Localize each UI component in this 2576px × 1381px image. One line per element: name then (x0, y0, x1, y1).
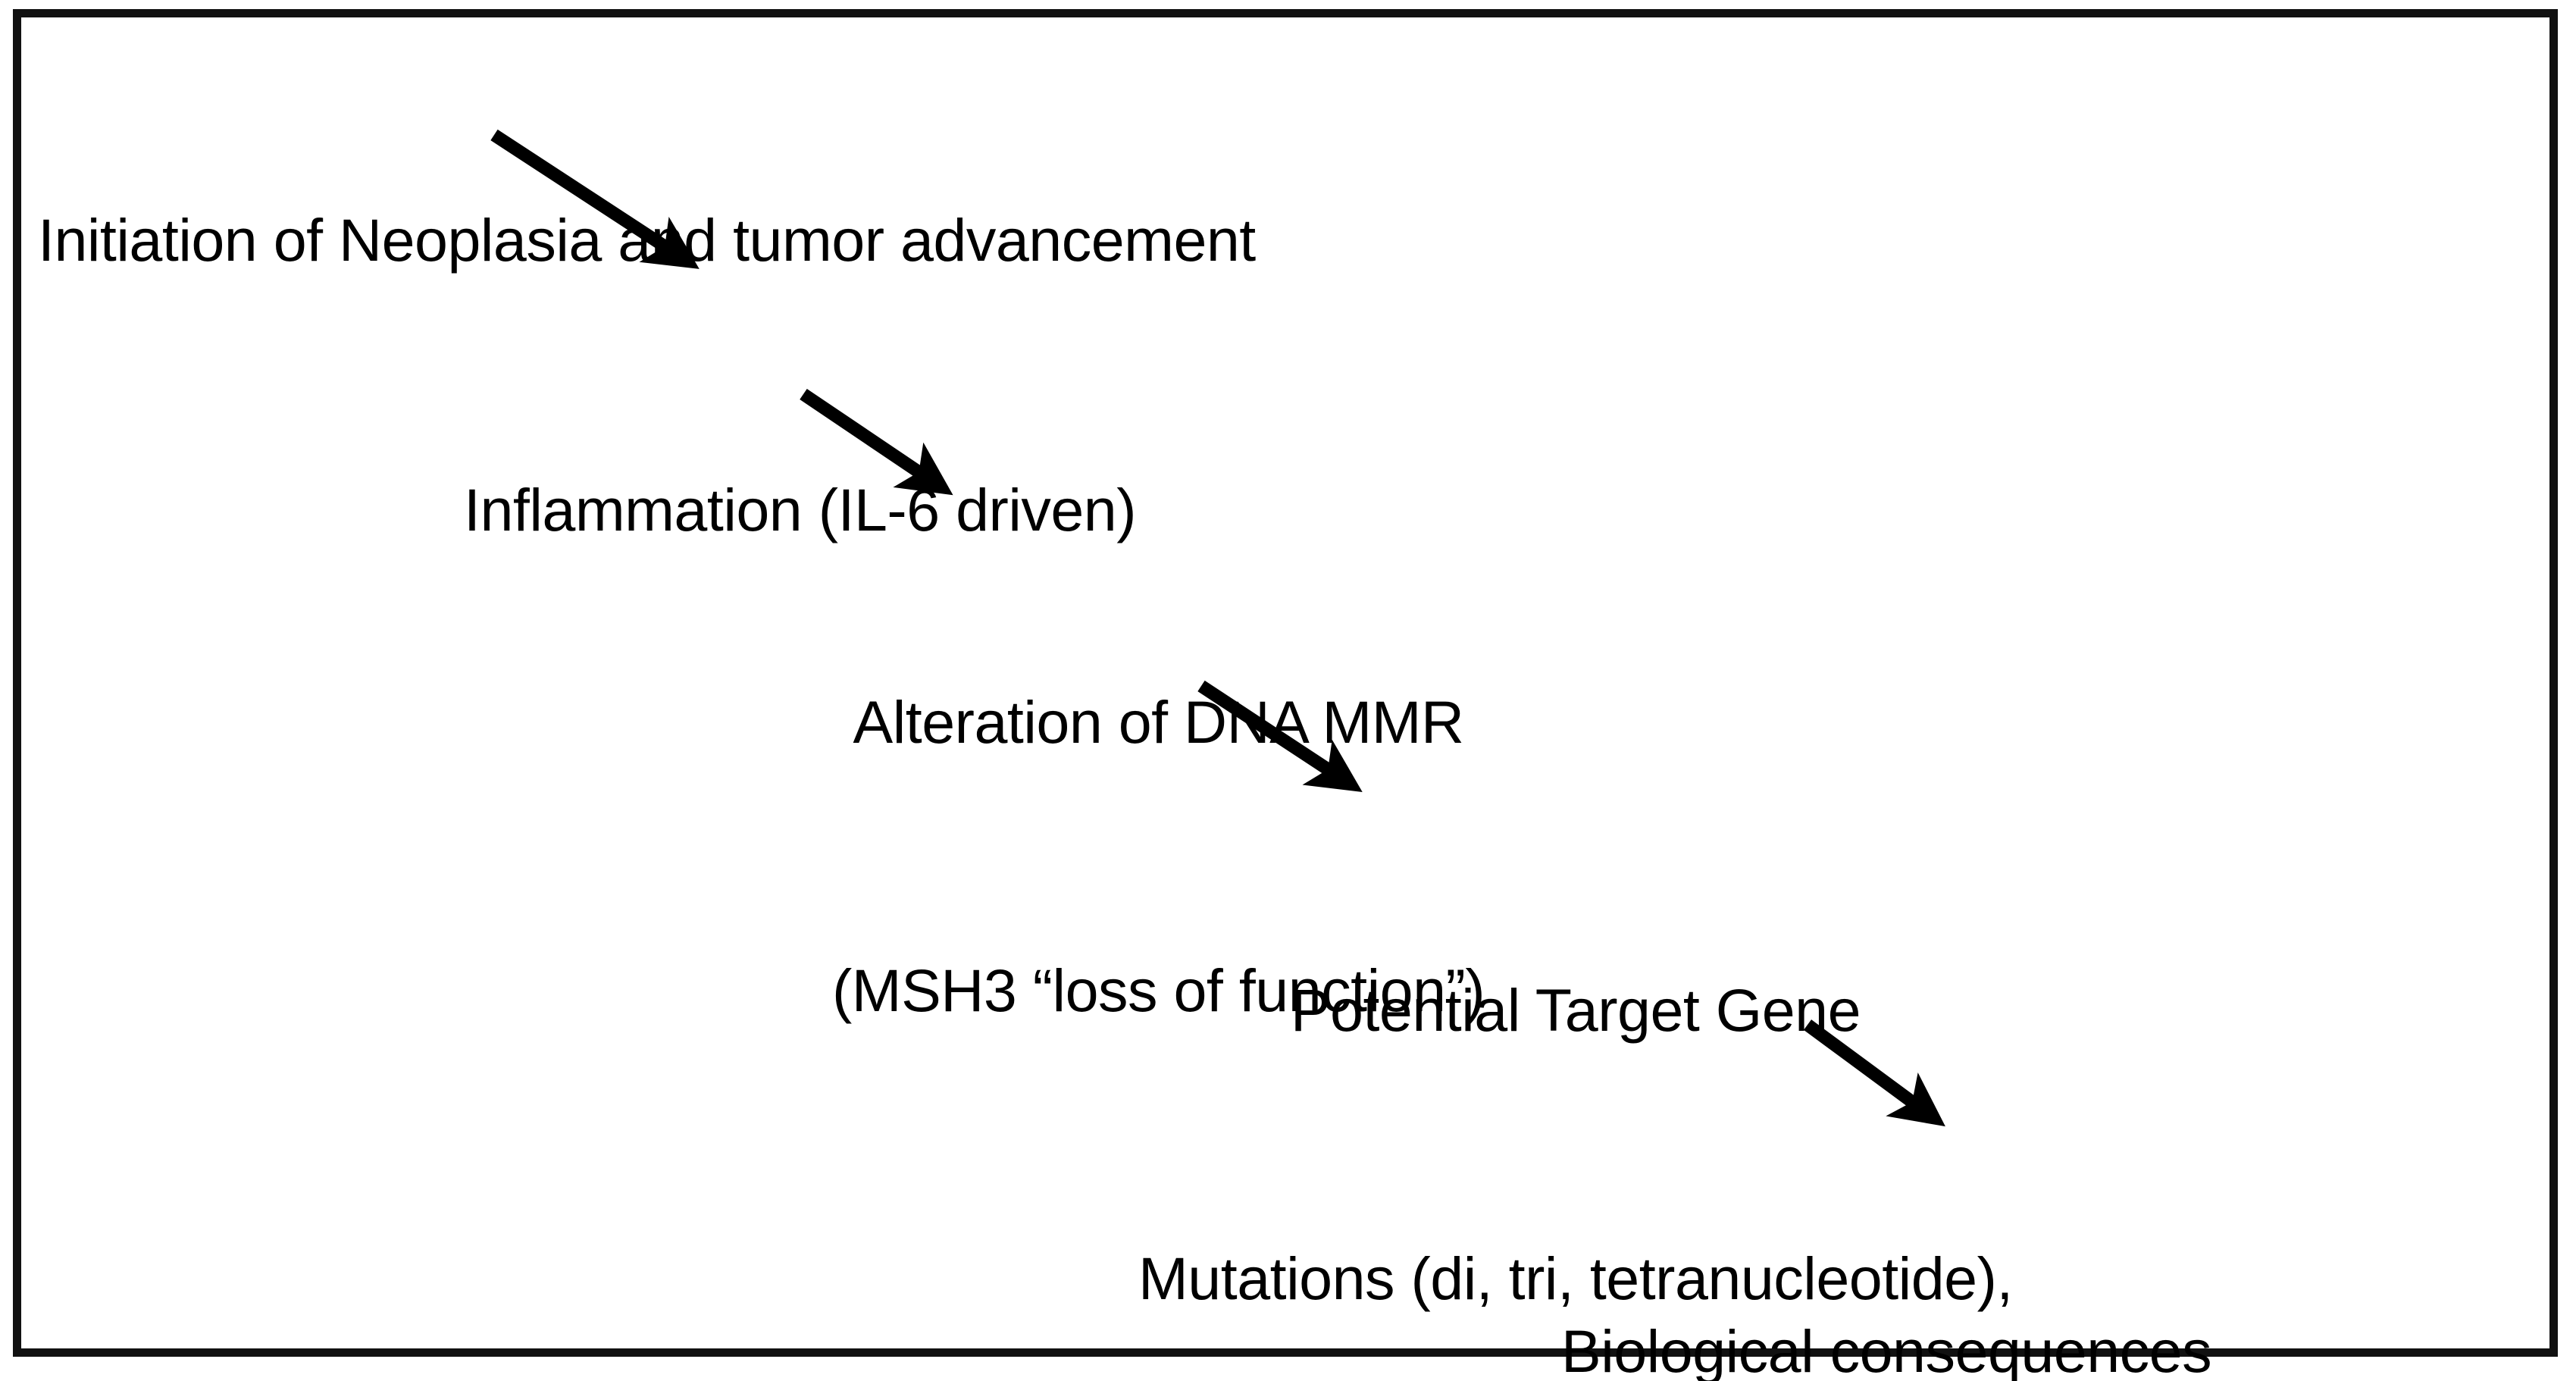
node-initiation-line-1: Initiation of Neoplasia and tumor advanc… (38, 206, 1256, 274)
node-mmr-line-1: Alteration of DNA MMR (853, 688, 1465, 756)
node-inflammation-line-1: Inflammation (IL-6 driven) (464, 476, 1137, 543)
node-biological-line-1: Biological consequences (1561, 1317, 2212, 1381)
node-initiation: Initiation of Neoplasia and tumor advanc… (38, 17, 1256, 464)
node-target-line-1: Potential Target Gene (1290, 976, 1861, 1044)
node-mmr: Alteration of DNA MMR (MSH3 “loss of fun… (832, 499, 1485, 1214)
node-target-line-2: Mutations (di, tri, tetranucleotide), (1138, 1245, 2013, 1312)
node-target: Potential Target Gene Mutations (di, tri… (1138, 787, 2013, 1381)
node-biological: Biological consequences (increased metas… (1561, 1128, 2212, 1381)
node-mmr-line-2: (MSH3 “loss of function”) (832, 957, 1485, 1024)
node-inflammation: Inflammation (IL-6 driven) (464, 287, 1137, 734)
